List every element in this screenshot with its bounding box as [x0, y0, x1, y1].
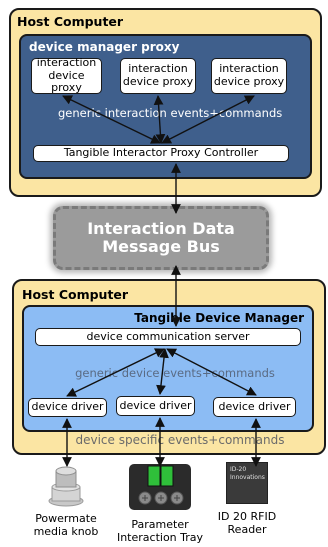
- interaction-device-proxy-3: interaction device proxy: [211, 58, 287, 94]
- device-label-rfid: ID 20 RFID Reader: [217, 510, 277, 537]
- interaction-device-proxy-2: interaction device proxy: [120, 58, 196, 94]
- device-label-knob: Powermate media knob: [33, 512, 99, 539]
- arrow-server-driver-1: [66, 348, 165, 397]
- tangible-interactor-proxy-controller: Tangible Interactor Proxy Controller: [33, 145, 289, 162]
- interaction-device-proxy-1: interaction device proxy: [31, 56, 102, 94]
- arrow-proxy-2: [153, 95, 166, 144]
- top-host-label: Host Computer: [17, 14, 124, 29]
- device-driver-2: device driver: [116, 396, 195, 416]
- arrow-server-driver-3: [166, 348, 257, 396]
- tray-icon: [129, 464, 191, 510]
- arrow-proxy-3: [161, 95, 255, 144]
- arrow-server-driver-2: [156, 348, 169, 395]
- device-label-tray: Parameter Interaction Tray: [116, 518, 204, 545]
- device-driver-3: device driver: [213, 397, 296, 417]
- arrow-proxy-1: [62, 95, 161, 144]
- rfid-reader-text: ID-20 Innovations: [230, 466, 265, 481]
- rfid-reader-icon: ID-20 Innovations: [226, 462, 268, 504]
- device-specific-events-note: device specific events+commands: [75, 433, 285, 447]
- device-driver-1: device driver: [28, 398, 107, 417]
- knob-icon: [48, 466, 84, 507]
- proxy-label: device manager proxy: [29, 40, 180, 54]
- bottom-host-label: Host Computer: [22, 287, 129, 302]
- device-communication-server: device communication server: [35, 328, 301, 346]
- interaction-data-message-bus: Interaction Data Message Bus: [53, 206, 269, 270]
